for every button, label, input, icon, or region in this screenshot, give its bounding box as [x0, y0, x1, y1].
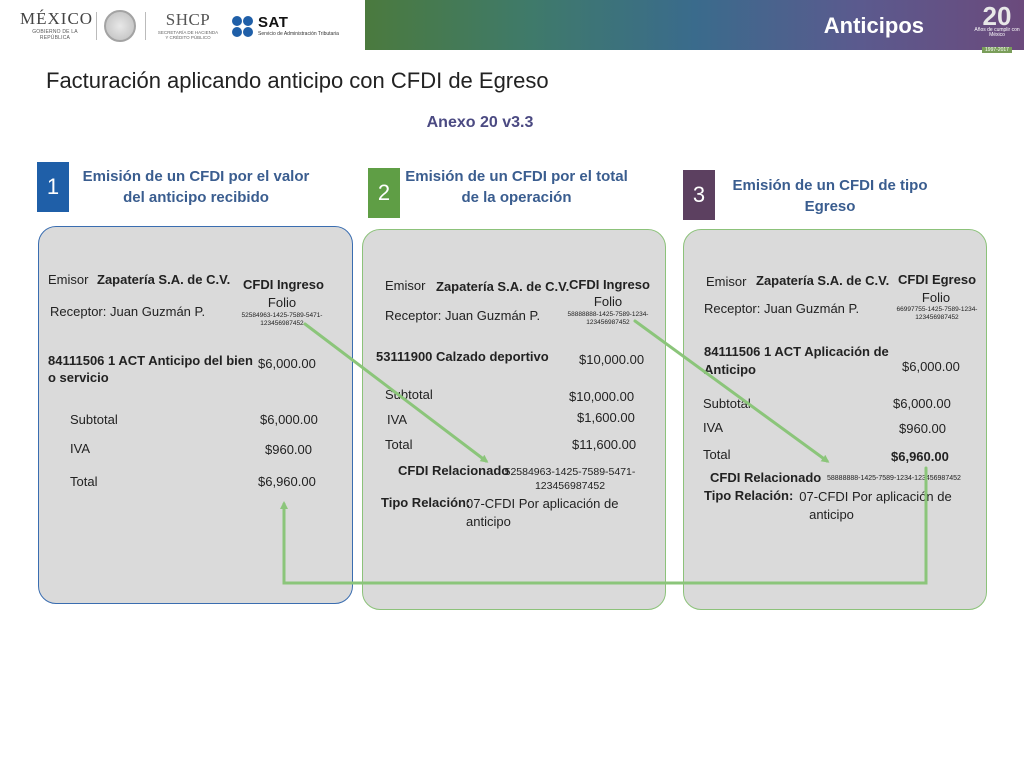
step-number-2: 2 — [368, 168, 400, 218]
concepto-line: 84111506 1 ACT Aplicación de Anticipo — [704, 344, 889, 377]
subtotal-value: $10,000.00 — [569, 389, 635, 404]
cfdi-relacionado-value: 58888888-1425-7589-1234-123456987452 — [827, 475, 961, 482]
folio-value: 66997755-1425-7589-1234-123456987452 — [896, 306, 978, 321]
cfdi-type: CFDI Ingreso — [569, 277, 650, 292]
iva-label: IVA — [387, 412, 407, 427]
step-number-3: 3 — [683, 170, 715, 220]
emisor-name: Zapatería S.A. de C.V. — [756, 273, 890, 288]
total-value: $6,960.00 — [891, 449, 949, 464]
iva-value: $960.00 — [899, 421, 946, 436]
tipo-relacion-value: 07-CFDI Por aplicación de anticipo — [466, 496, 619, 529]
cfdi-type: CFDI Egreso — [898, 272, 977, 287]
cfdi-relacionado-value: 52584963-1425-7589-5471-123456987452 — [504, 466, 636, 492]
total-label: Total — [703, 447, 731, 462]
folio-value: 52584963-1425-7589-5471-123456987452 — [241, 312, 323, 327]
subtotal-value: $6,000.00 — [260, 412, 318, 427]
step-title-3: Emisión de un CFDI de tipo Egreso — [732, 177, 928, 215]
receptor: Receptor: Juan Guzmán P. — [385, 308, 541, 323]
logo-divider — [96, 12, 97, 40]
tipo-relacion-value: 07-CFDI Por aplicación de anticipo — [799, 489, 952, 522]
total-value: $11,600.00 — [572, 437, 637, 452]
total-value: $6,960.00 — [258, 474, 316, 489]
iva-value: $960.00 — [265, 442, 312, 457]
emisor-label: Emisor — [48, 272, 89, 287]
receptor: Receptor: Juan Guzmán P. — [50, 304, 206, 319]
banner-title: Anticipos — [823, 13, 924, 38]
logo-shcp-subtext: SECRETARÍA DE HACIENDA — [157, 30, 219, 35]
iva-value: $1,600.00 — [577, 410, 635, 425]
iva-label: IVA — [70, 441, 90, 456]
page-title: Facturación aplicando anticipo con CFDI … — [46, 68, 549, 93]
logo-shcp-subtext: Y CRÉDITO PÚBLICO — [165, 35, 211, 40]
folio-label: Folio — [267, 295, 297, 310]
cfdi-relacionado-label: CFDI Relacionado — [710, 470, 822, 485]
emisor-name: Zapatería S.A. de C.V. — [97, 272, 231, 287]
badge-text: Años de cumplir con México — [974, 27, 1020, 38]
sat-dots-icon — [232, 16, 254, 38]
subtotal-label: Subtotal — [70, 412, 118, 427]
page-subtitle: Anexo 20 v3.3 — [426, 114, 534, 131]
national-seal-icon — [104, 10, 136, 42]
receptor: Receptor: Juan Guzmán P. — [704, 301, 860, 316]
badge-number: 20 — [982, 1, 1012, 31]
logo-mexico-subtext: GOBIERNO DE LA REPÚBLICA — [32, 29, 78, 41]
concepto-amount: $10,000.00 — [579, 352, 645, 367]
concepto-line: 84111506 1 ACT Anticipo del bien o servi… — [48, 353, 253, 385]
concepto-amount: $6,000.00 — [258, 356, 316, 371]
folio-label: Folio — [593, 294, 623, 309]
step-title-2: Emisión de un CFDI por el total de la op… — [405, 168, 628, 206]
folio-label: Folio — [921, 290, 951, 305]
emisor-label: Emisor — [385, 278, 426, 293]
logo-sat-text: SAT — [258, 14, 289, 31]
concepto-amount: $6,000.00 — [902, 359, 960, 374]
header-banner — [365, 0, 1024, 50]
emisor-label: Emisor — [706, 274, 747, 289]
subtotal-value: $6,000.00 — [893, 396, 951, 411]
subtotal-label: Subtotal — [703, 396, 751, 411]
cfdi-type: CFDI Ingreso — [243, 277, 324, 292]
total-label: Total — [70, 474, 98, 489]
logo-shcp-text: SHCP — [165, 10, 211, 29]
subtotal-label: Subtotal — [385, 387, 433, 402]
tipo-relacion-label: Tipo Relación: — [381, 495, 471, 510]
logo-sat-subtext: Servicio de Administración Tributaria — [258, 31, 339, 37]
emisor-name: Zapatería S.A. de C.V. — [436, 279, 570, 294]
concepto-line: 53111900 Calzado deportivo — [376, 349, 549, 364]
header-bar: MÉXICO GOBIERNO DE LA REPÚBLICA SHCP SEC… — [0, 0, 1024, 53]
sat-logo: SAT Servicio de Administración Tributari… — [232, 14, 362, 44]
gobierno-mexico-logo: MÉXICO GOBIERNO DE LA REPÚBLICA — [20, 9, 94, 41]
step-title-1: Emisión de un CFDI por el valor del anti… — [82, 168, 310, 206]
step-number-1: 1 — [37, 162, 69, 212]
shcp-logo: SHCP SECRETARÍA DE HACIENDA Y CRÉDITO PÚ… — [152, 10, 224, 40]
badge-years: 1997-2017 — [982, 47, 1012, 53]
iva-label: IVA — [703, 420, 723, 435]
folio-value: 58888888-1425-7589-1234-123456987452 — [567, 311, 649, 326]
logo-mexico-text: MÉXICO — [20, 9, 94, 28]
total-label: Total — [385, 437, 413, 452]
logo-divider — [145, 12, 146, 40]
anniversary-badge: 20 Años de cumplir con México 1997-2017 — [972, 1, 1022, 53]
